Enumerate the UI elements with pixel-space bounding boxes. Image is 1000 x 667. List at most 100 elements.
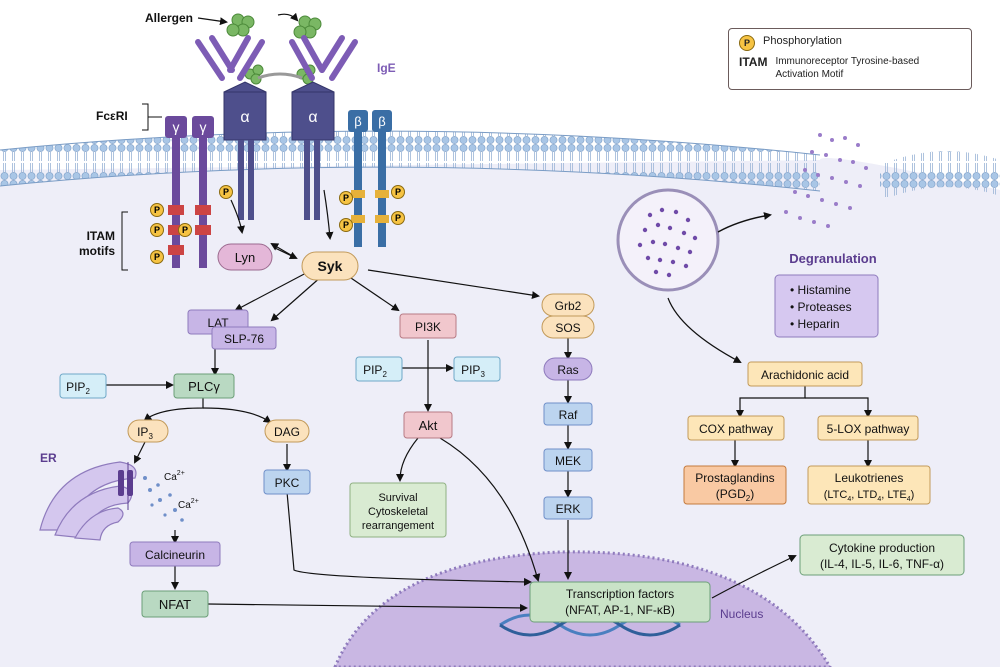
node-raf: Raf — [543, 402, 593, 426]
node-pip2-b: PIP2 — [355, 356, 403, 382]
svg-text:Survival: Survival — [378, 492, 417, 504]
svg-text:Leukotrienes: Leukotrienes — [835, 471, 904, 485]
node-dag: DAG — [264, 419, 310, 443]
svg-text:P: P — [154, 225, 160, 235]
er-organelle: ER — [39, 451, 137, 541]
phospho-badges: P P P P P P P P P — [150, 185, 405, 264]
node-pip2-a: PIP2 — [59, 373, 107, 399]
node-akt: Akt — [403, 411, 453, 439]
svg-text:PIP3: PIP3 — [461, 363, 485, 379]
svg-text:SLP-76: SLP-76 — [224, 332, 264, 346]
svg-text:Calcineurin: Calcineurin — [145, 548, 205, 562]
node-pkc: PKC — [263, 469, 311, 495]
node-lyn: Lyn — [217, 243, 273, 271]
node-syk: Syk — [301, 251, 359, 281]
svg-text:(IL-4, IL-5, IL-6, TNF-α): (IL-4, IL-5, IL-6, TNF-α) — [820, 557, 944, 571]
svg-text:α: α — [240, 109, 249, 126]
svg-text:MEK: MEK — [555, 454, 581, 468]
svg-text:PIP2: PIP2 — [363, 363, 387, 379]
svg-text:P: P — [395, 187, 401, 197]
node-slp76: SLP-76 — [211, 326, 277, 350]
node-leukotrienes: Leukotrienes (LTC4, LTD4, LTE4) — [807, 465, 931, 505]
svg-text:P: P — [343, 193, 349, 203]
legend-phosphorylation: Phosphorylation — [763, 35, 842, 47]
svg-text:β: β — [378, 114, 385, 129]
node-cox: COX pathway — [687, 415, 785, 441]
ige-antibody-left — [195, 35, 265, 81]
beta-chains: β β — [348, 110, 392, 247]
svg-text:P: P — [343, 220, 349, 230]
ca-label-2: Ca2+ — [178, 498, 199, 511]
allergen-label: Allergen — [145, 11, 193, 25]
svg-text:(LTC4, LTD4, LTE4): (LTC4, LTD4, LTE4) — [824, 489, 915, 503]
node-arachidonic: Arachidonic acid — [747, 361, 863, 387]
ip3-receptor-channel — [118, 470, 124, 496]
phospho-icon: P — [739, 35, 755, 51]
mediator-proteases: • Proteases — [790, 300, 852, 314]
ige-antibody-right — [289, 35, 358, 81]
svg-text:Grb2: Grb2 — [555, 299, 582, 313]
legend-box: P Phosphorylation ITAM Immunoreceptor Ty… — [728, 28, 972, 90]
svg-text:β: β — [354, 114, 361, 129]
mediator-heparin: • Heparin — [790, 317, 840, 331]
node-pi3k: PI3K — [399, 313, 457, 339]
gamma-chains: γ γ — [165, 116, 214, 268]
node-ras: Ras — [543, 357, 593, 381]
calcium-ions — [143, 476, 184, 522]
svg-text:Transcription factors: Transcription factors — [566, 587, 674, 601]
svg-text:Raf: Raf — [559, 408, 578, 422]
allergen-cluster-1 — [226, 13, 255, 37]
node-calcineurin: Calcineurin — [129, 541, 221, 567]
node-nfat: NFAT — [141, 590, 209, 618]
svg-text:COX pathway: COX pathway — [699, 422, 773, 436]
nucleus-label: Nucleus — [720, 607, 763, 621]
node-plcg: PLCγ — [173, 373, 235, 399]
itam-motifs-label-1: ITAM — [87, 229, 115, 243]
node-survival: Survival Cytoskeletal rearrangement — [349, 482, 447, 538]
svg-text:Cytokine production: Cytokine production — [829, 541, 935, 555]
itam-motifs-label-2: motifs — [79, 244, 115, 258]
svg-text:P: P — [154, 205, 160, 215]
svg-text:γ: γ — [200, 119, 207, 135]
alpha-subunit-right: α — [291, 81, 335, 220]
ca-label-1: Ca2+ — [164, 470, 185, 483]
node-mek: MEK — [543, 448, 593, 472]
svg-text:PKC: PKC — [275, 476, 300, 490]
svg-text:NFAT: NFAT — [159, 597, 191, 612]
svg-text:Arachidonic acid: Arachidonic acid — [761, 368, 849, 382]
svg-text:P: P — [182, 225, 188, 235]
alpha-subunit-left: α — [223, 81, 267, 220]
legend-itam-abbr: ITAM — [739, 55, 768, 69]
pathway-arrows — [106, 189, 872, 612]
svg-text:PIP2: PIP2 — [66, 380, 90, 396]
svg-text:SOS: SOS — [555, 321, 580, 335]
svg-text:α: α — [308, 109, 317, 126]
legend-row-phospho: P Phosphorylation — [739, 35, 961, 51]
released-granules — [784, 133, 868, 228]
svg-text:Akt: Akt — [419, 418, 438, 433]
er-label: ER — [40, 451, 57, 465]
svg-text:Prostaglandins: Prostaglandins — [695, 471, 774, 485]
node-prostaglandins: Prostaglandins (PGD2) — [683, 465, 787, 505]
granule — [616, 188, 720, 292]
svg-text:P: P — [154, 252, 160, 262]
svg-text:IP3: IP3 — [137, 425, 153, 441]
allergen-cluster-2 — [293, 15, 322, 39]
svg-text:Cytoskeletal: Cytoskeletal — [368, 506, 428, 518]
svg-text:P: P — [223, 187, 229, 197]
degranulation-label: Degranulation — [789, 251, 876, 266]
svg-text:rearrangement: rearrangement — [362, 520, 434, 532]
svg-text:(NFAT, AP-1, NF-κB): (NFAT, AP-1, NF-κB) — [565, 603, 675, 617]
ige-label: IgE — [377, 61, 396, 75]
node-erk: ERK — [543, 496, 593, 520]
node-pip3: PIP3 — [453, 356, 501, 382]
svg-text:Lyn: Lyn — [235, 250, 255, 265]
mediators-box — [774, 274, 879, 338]
svg-text:(PGD2): (PGD2) — [716, 487, 754, 503]
mediator-histamine: • Histamine — [790, 283, 851, 297]
svg-text:Syk: Syk — [318, 258, 343, 274]
